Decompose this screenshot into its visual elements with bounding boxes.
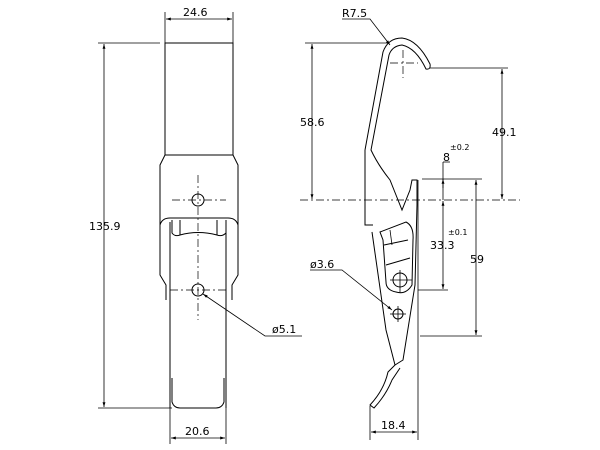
- body-outline: [159, 154, 239, 300]
- dim-depth: 18.4: [381, 419, 406, 432]
- dim-pivot-height: 33.3: [430, 239, 455, 252]
- dim-pivot-tol: ±0.1: [448, 228, 467, 237]
- hinge-bracket: [159, 217, 239, 226]
- dim-hole-front: ø5.1: [272, 323, 296, 336]
- dim-offset-tol: ±0.2: [450, 143, 469, 152]
- dim-lower-height: 59: [470, 253, 484, 266]
- hole-upper: [191, 193, 205, 207]
- dim-hook-base: 49.1: [492, 126, 517, 139]
- lever: [371, 204, 418, 366]
- hook-outline: [364, 37, 431, 212]
- front-view: 24.6 135.9 20.6 ø5.1: [89, 6, 302, 444]
- dim-offset: 8: [443, 151, 450, 164]
- top-plate: [164, 42, 234, 156]
- side-view: 58.6 49.1 R7.5 8 ±0.2 33.3 ±0.1 59 ø3.6 …: [300, 7, 520, 440]
- dim-width-top: 24.6: [183, 6, 208, 19]
- tongue: [169, 222, 227, 409]
- dim-width-bottom: 20.6: [185, 425, 210, 438]
- dim-hook-radius: R7.5: [342, 7, 367, 20]
- dim-total-height: 135.9: [89, 220, 121, 233]
- dim-hole-side: ø3.6: [310, 258, 334, 271]
- dim-upper-height: 58.6: [300, 116, 325, 129]
- hole-lower: [191, 283, 205, 297]
